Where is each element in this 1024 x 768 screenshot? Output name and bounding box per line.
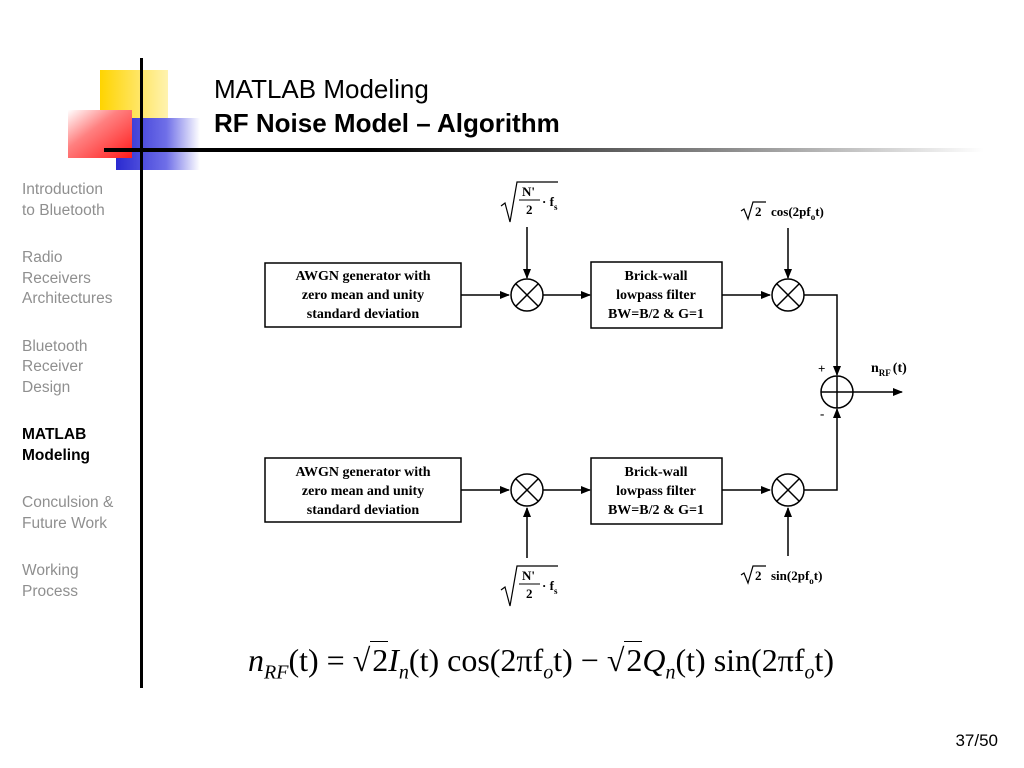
awgn-bottom-line1: AWGN generator with <box>295 465 430 480</box>
horizontal-rule <box>104 148 984 152</box>
filter-bottom-line2: lowpass filter <box>616 484 696 499</box>
multiplier-bottom-1 <box>510 473 544 507</box>
filter-bottom-line1: Brick-wall <box>625 465 688 480</box>
carrier-cos-label: 2 cos(2pfot) <box>740 201 824 222</box>
scale-factor-bottom: N' 2 · f s <box>500 565 558 607</box>
awgn-bottom-line2: zero mean and unity <box>302 484 424 499</box>
scale-top-fs: · f <box>542 194 555 209</box>
filter-top-line3: BW=B/2 & G=1 <box>608 307 704 322</box>
nav-item-working-process[interactable]: Working Process <box>22 562 79 600</box>
carrier-sin-label: 2 sin(2pfot) <box>740 565 822 586</box>
scale-factor-top: N' 2 · f s <box>500 181 558 223</box>
lowpass-filter-bottom <box>590 457 723 525</box>
slide-page-number: 37/50 <box>955 731 998 750</box>
awgn-top-line3: standard deviation <box>307 307 420 322</box>
slide-logo <box>68 70 200 170</box>
awgn-bottom-line3: standard deviation <box>307 503 420 518</box>
scale-top-num: N' <box>522 184 535 199</box>
scale-bottom-fs: · f <box>542 578 555 593</box>
awgn-top-line1: AWGN generator with <box>295 269 430 284</box>
filter-top-line2: lowpass filter <box>616 288 696 303</box>
awgn-top-line2: zero mean and unity <box>302 288 424 303</box>
awgn-generator-bottom <box>264 457 462 523</box>
nav-item-matlab-modeling[interactable]: MATLAB Modeling <box>22 426 91 464</box>
cos-sqrt2: 2 <box>755 204 762 219</box>
nav-item-conclusion[interactable]: Conculsion & Future Work <box>22 494 114 532</box>
scale-bottom-den: 2 <box>526 586 533 601</box>
multiplier-top-1 <box>510 278 544 312</box>
rf-noise-block-diagram: AWGN generator with zero mean and unity … <box>264 181 907 607</box>
bottom-branch: AWGN generator with zero mean and unity … <box>264 408 841 607</box>
multiplier-bottom-2 <box>771 473 805 507</box>
vertical-rule <box>140 58 143 688</box>
sum-minus-sign: - <box>820 406 824 421</box>
scale-bottom-num: N' <box>522 568 535 583</box>
sum-plus-sign: + <box>818 361 825 376</box>
top-branch: AWGN generator with zero mean and unity … <box>264 181 841 376</box>
path-top-to-sum <box>804 294 841 376</box>
path-bottom-to-sum <box>804 408 841 491</box>
multiplier-top-2 <box>771 278 805 312</box>
scale-top-fs-sub: s <box>554 202 558 212</box>
section-nav: Introduction to Bluetooth Radio Receiver… <box>22 180 134 629</box>
scale-top-den: 2 <box>526 202 533 217</box>
scale-bottom-fs-sub: s <box>554 586 558 596</box>
filter-bottom-line3: BW=B/2 & G=1 <box>608 503 704 518</box>
rf-noise-equation: nRF(t) = √2In(t) cos(2πfot) − √2Qn(t) si… <box>248 641 835 684</box>
nav-item-introduction[interactable]: Introduction to Bluetooth <box>22 181 105 219</box>
slide-subtitle: RF Noise Model – Algorithm <box>214 108 560 138</box>
cos-text: cos(2pfot) <box>771 204 824 222</box>
sin-text: sin(2pfot) <box>771 568 822 586</box>
summation-node <box>820 375 854 409</box>
lowpass-filter-top <box>590 261 723 329</box>
filter-top-line1: Brick-wall <box>625 269 688 284</box>
slide-title: MATLAB Modeling <box>214 74 429 104</box>
nav-item-radio-receivers[interactable]: Radio Receivers Architectures <box>22 249 113 307</box>
output-label: nRF(t) <box>871 361 907 378</box>
sin-sqrt2: 2 <box>755 568 762 583</box>
nav-item-receiver-design[interactable]: Bluetooth Receiver Design <box>22 337 88 396</box>
